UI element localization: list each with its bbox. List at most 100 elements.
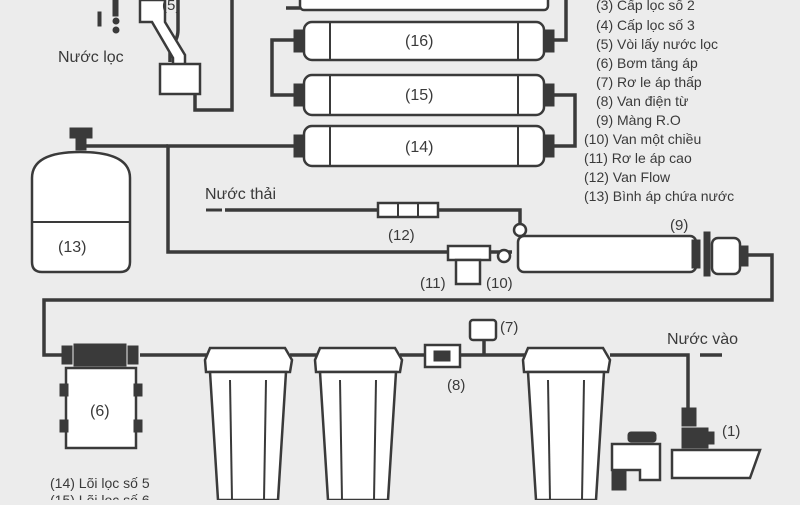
legend-item-8: (8) Van điện từ bbox=[596, 93, 688, 109]
filter-15-cap-left bbox=[293, 83, 305, 107]
membrane-cap-ring-1 bbox=[703, 231, 711, 277]
pressure-tank: (13) bbox=[30, 127, 132, 274]
faucet bbox=[97, 0, 202, 96]
housing-b-cap bbox=[313, 346, 404, 374]
pump-outlet bbox=[127, 345, 139, 365]
pump-foot-1 bbox=[59, 383, 69, 397]
pump-foot-2 bbox=[133, 383, 143, 397]
label-16: (16) bbox=[405, 33, 433, 50]
pump-inlet bbox=[61, 345, 73, 365]
membrane-end-cap bbox=[710, 236, 742, 276]
filter-15-cap-right bbox=[543, 83, 555, 107]
booster-pump: (6) bbox=[59, 343, 143, 450]
filter-top-partial bbox=[298, 0, 550, 12]
housing-a-cap bbox=[203, 346, 294, 374]
tank-body bbox=[30, 150, 132, 274]
label-12: (12) bbox=[388, 227, 415, 244]
housing-c-cap bbox=[521, 346, 612, 374]
label-nuoc-thai: Nước thải bbox=[205, 186, 276, 203]
label-11: (11) bbox=[420, 275, 446, 292]
faucet-drip-line bbox=[97, 11, 102, 27]
pump-head bbox=[73, 343, 127, 367]
faucet-return-pipe bbox=[193, 0, 234, 112]
housing-a bbox=[203, 346, 294, 502]
inlet-valve-knob bbox=[701, 431, 715, 445]
legend-item-5: (5) Vòi lấy nước lọc bbox=[596, 36, 718, 52]
housing-b-body bbox=[318, 370, 398, 502]
label-5: (5) bbox=[162, 0, 180, 14]
ro-membrane-assembly: (9) (11) (10) bbox=[420, 217, 749, 292]
label-6: (6) bbox=[90, 403, 110, 420]
legend-item-3: (3) Cấp lọc số 2 bbox=[596, 0, 695, 13]
label-1: (1) bbox=[722, 423, 740, 440]
link-15-14 bbox=[548, 93, 577, 148]
legend-item-10: (10) Van một chiều bbox=[584, 131, 701, 147]
faucet-drip-top bbox=[112, 0, 119, 17]
tank-line bbox=[166, 144, 455, 254]
filter-15-body bbox=[302, 73, 546, 117]
tank-valve-top bbox=[69, 127, 93, 139]
membrane-outlet bbox=[739, 245, 749, 267]
inlet-line bbox=[610, 353, 690, 410]
housing-c bbox=[521, 346, 612, 502]
waste-section: Nước thải (12) bbox=[205, 186, 440, 244]
water-drop-2 bbox=[112, 26, 120, 34]
legend-item-6: (6) Bơm tăng áp bbox=[596, 55, 698, 71]
housing-c-body bbox=[526, 370, 606, 502]
tap-spout bbox=[611, 469, 627, 491]
pump-foot-3 bbox=[59, 419, 69, 433]
filter-15: (15) bbox=[293, 73, 555, 117]
legend-item-11: (11) Rơ le áp cao bbox=[584, 150, 692, 166]
filter-14: (14) bbox=[293, 124, 555, 168]
high-pressure-switch-body bbox=[454, 258, 482, 286]
flow-valve bbox=[376, 201, 440, 219]
label-14: (14) bbox=[405, 139, 433, 156]
label-nuoc-loc: Nước lọc bbox=[58, 49, 124, 66]
pump-foot-4 bbox=[133, 419, 143, 433]
legend-item-13: (13) Bình áp chứa nước bbox=[584, 188, 734, 204]
filter-top-stub bbox=[298, 0, 550, 12]
filter-16: (16) bbox=[293, 20, 555, 62]
membrane-body bbox=[516, 234, 698, 274]
solenoid-valve-core bbox=[433, 350, 451, 362]
low-pressure-switch-body bbox=[468, 318, 498, 342]
legend-bottom: (14) Lõi lọc số 5 (15) Lõi lọc số 6 bbox=[50, 475, 150, 505]
legend-item-15: (15) Lõi lọc số 6 bbox=[50, 492, 150, 500]
filter-14-cap-left bbox=[293, 134, 305, 158]
legend-item-14: (14) Lõi lọc số 5 bbox=[50, 475, 150, 491]
main-water-pipe bbox=[670, 448, 762, 480]
low-pressure-switch: (7) bbox=[468, 318, 518, 342]
filter-16-cap-left bbox=[293, 29, 305, 53]
high-pressure-switch-head bbox=[446, 244, 492, 262]
waste-line bbox=[225, 208, 522, 225]
filter-14-body bbox=[302, 124, 546, 168]
housing-a-body bbox=[208, 370, 288, 502]
housing-b bbox=[313, 346, 404, 502]
check-valve bbox=[496, 248, 512, 264]
tap-handle bbox=[627, 431, 657, 443]
faucet-base bbox=[158, 62, 202, 96]
legend-right: (3) Cấp lọc số 2 (4) Cấp lọc số 3 (5) Vò… bbox=[584, 0, 734, 204]
inlet-assembly: Nước vào (1) bbox=[610, 331, 762, 491]
label-nuoc-vao: Nước vào bbox=[667, 331, 738, 348]
membrane-outlet-line bbox=[42, 253, 774, 357]
label-10: (10) bbox=[486, 275, 513, 292]
filter-16-body bbox=[302, 20, 546, 62]
filter-14-cap-right bbox=[543, 134, 555, 158]
label-15: (15) bbox=[405, 87, 433, 104]
label-13: (13) bbox=[58, 239, 86, 256]
legend-item-9: (9) Màng R.O bbox=[596, 112, 681, 128]
label-8: (8) bbox=[447, 377, 465, 394]
inlet-valve-top bbox=[681, 407, 697, 427]
legend-item-7: (7) Rơ le áp thấp bbox=[596, 74, 702, 90]
solenoid-valve: (8) bbox=[423, 343, 465, 394]
membrane-cap-mid bbox=[691, 239, 701, 269]
tank-valve-stem bbox=[75, 137, 87, 151]
membrane-port-top bbox=[512, 222, 528, 238]
water-drop-1 bbox=[112, 17, 120, 25]
label-7: (7) bbox=[500, 319, 518, 336]
legend-item-4: (4) Cấp lọc số 3 bbox=[596, 17, 695, 33]
link-16-15 bbox=[270, 38, 300, 97]
